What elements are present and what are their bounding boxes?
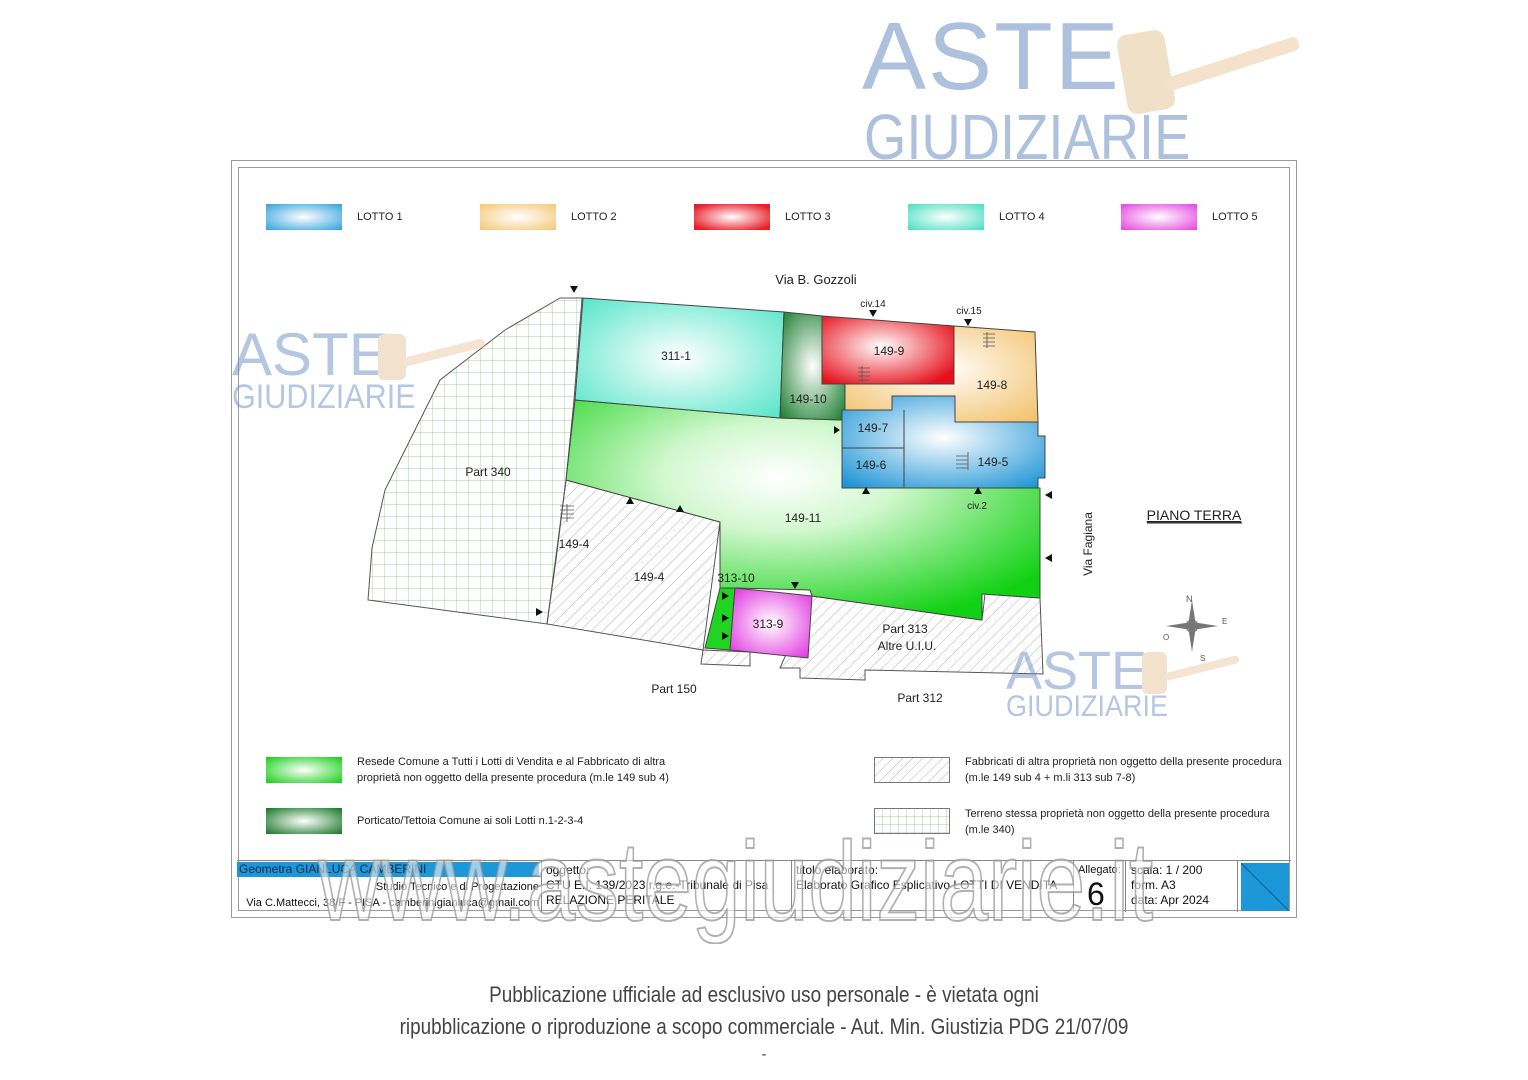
legend-fabbricati-line2: (m.le 149 sub 4 + m.li 313 sub 7-8) [965, 772, 1136, 784]
oggetto-line2: RELAZIONE PERITALE [546, 893, 675, 907]
swatch-lotto-4 [908, 204, 984, 230]
street-right: Via Fagiana [1081, 512, 1095, 576]
gavel-icon-right [1142, 652, 1239, 694]
label-149-9: 149-9 [874, 344, 905, 358]
watermark-logo-left: ASTE GIUDIZIARIE [232, 320, 492, 420]
compass-n: N [1186, 594, 1193, 604]
title-studio: Studio Tecnico e di Progettazione [375, 881, 539, 893]
label-altre-uiu: Altre U.I.U. [878, 639, 937, 653]
swatch-lotto-3 [694, 204, 770, 230]
civ-14-label: civ.14 [860, 299, 886, 310]
legend-lotto-5: LOTTO 5 [1212, 211, 1258, 223]
floor-label: PIANO TERRA [1147, 507, 1242, 523]
form-value: form. A3 [1131, 878, 1176, 892]
footer-line2: ripubblicazione o riproduzione a scopo c… [399, 1014, 1129, 1039]
swatch-lotto-1 [266, 204, 342, 230]
label-part-340: Part 340 [465, 465, 511, 479]
stair-icon [560, 332, 995, 522]
watermark-logo-top: ASTE GIUDIZIARIE [862, 2, 1302, 173]
hatched-150-strip [700, 649, 751, 667]
title-block [237, 860, 1291, 913]
compass-s: S [1200, 654, 1205, 663]
legend-porticato: Porticato/Tettoia Comune ai soli Lotti n… [357, 815, 584, 827]
gavel-icon [1117, 30, 1300, 114]
label-149-6: 149-6 [856, 458, 887, 472]
swatch-porticato [266, 808, 342, 834]
label-part-150: Part 150 [651, 682, 697, 696]
access-arrow-icon [536, 286, 1052, 640]
part-340-area [367, 297, 583, 625]
title-address: Via C.Mattecci, 38/F - PISA - camberinig… [246, 897, 539, 909]
oggetto-line1: CTU E.I. 139/2023 r.g.e.-Tribunale di Pi… [546, 878, 769, 892]
label-149-10: 149-10 [789, 392, 827, 406]
legend-resede-line1: Resede Comune a Tutti i Lotti di Vendita… [357, 756, 666, 768]
watermark-brand-line1: ASTE [862, 3, 1121, 110]
footer-line1: Pubblicazione ufficiale ad esclusivo uso… [489, 982, 1039, 1007]
watermark-left-line1: ASTE [232, 321, 389, 388]
watermark-right-line1: ASTE [1006, 641, 1148, 701]
oggetto-label: oggetto: [546, 863, 590, 877]
swatch-resede-comune [266, 757, 342, 783]
watermark-left-line2: GIUDIZIARIE [232, 378, 416, 416]
label-149-4-strip: 149-4 [559, 537, 590, 551]
drawing-sheet [231, 160, 1297, 918]
legend-terreno-line2: (m.le 340) [965, 824, 1015, 836]
allegato-value: 6 [1087, 876, 1105, 912]
label-313-9: 313-9 [753, 617, 784, 631]
label-149-4: 149-4 [634, 570, 665, 584]
legend-fabbricati-line1: Fabbricati di altra proprietà non oggett… [965, 756, 1282, 768]
gavel-icon-left [378, 334, 486, 380]
label-311-1: 311-1 [661, 349, 691, 363]
unit-149-5 [841, 395, 1046, 489]
compass-e: E [1222, 617, 1227, 626]
legend-lotto-1: LOTTO 1 [357, 211, 403, 223]
compass-o: O [1163, 633, 1169, 642]
legend-lotto-2: LOTTO 2 [571, 211, 617, 223]
watermark-right-line2: GIUDIZIARIE [1006, 690, 1169, 723]
swatch-lotto-5 [1121, 204, 1197, 230]
footer-line3: - [761, 1046, 767, 1063]
label-149-8: 149-8 [977, 378, 1008, 392]
title-firm: Geometra GIANLUCA CAMBERINI [237, 862, 539, 877]
label-149-7: 149-7 [858, 421, 889, 435]
legend-lotto-3: LOTTO 3 [785, 211, 831, 223]
legend-terreno-line1: Terreno stessa proprietà non oggetto del… [965, 808, 1270, 820]
label-part-313: Part 313 [882, 622, 928, 636]
data-value: data: Apr 2024 [1131, 893, 1210, 907]
label-149-11: 149-11 [785, 511, 822, 525]
legend-resede-line2: proprietà non oggetto della presente pro… [357, 772, 669, 784]
studio-logo-icon [1241, 863, 1289, 911]
compass-icon: N E O S [1163, 594, 1227, 663]
titolo-label: titolo elaborato: [796, 863, 879, 877]
swatch-terreno [874, 808, 950, 834]
hatched-313 [779, 593, 1044, 681]
swatch-lotto-2 [480, 204, 556, 230]
street-top: Via B. Gozzoli [775, 272, 857, 287]
legend-lotto-4: LOTTO 4 [999, 211, 1045, 223]
scala-value: scala: 1 / 200 [1131, 863, 1203, 877]
label-149-5: 149-5 [978, 455, 1009, 469]
allegato-label: Allegato: [1078, 864, 1121, 876]
watermark-logo-right: ASTE GIUDIZIARIE [1006, 640, 1246, 730]
label-313-10: 313-10 [717, 571, 755, 585]
civ-2-label: civ.2 [967, 501, 987, 512]
label-part-312: Part 312 [897, 691, 943, 705]
civ-15-label: civ.15 [956, 306, 982, 317]
unit-313-9 [729, 587, 813, 659]
swatch-fabbricati [874, 757, 950, 783]
watermark-site: www.astegiudiziarie.it [317, 818, 1154, 945]
titolo-value: Elaborato Grafico Esplicativo LOTTI DI V… [796, 878, 1058, 892]
